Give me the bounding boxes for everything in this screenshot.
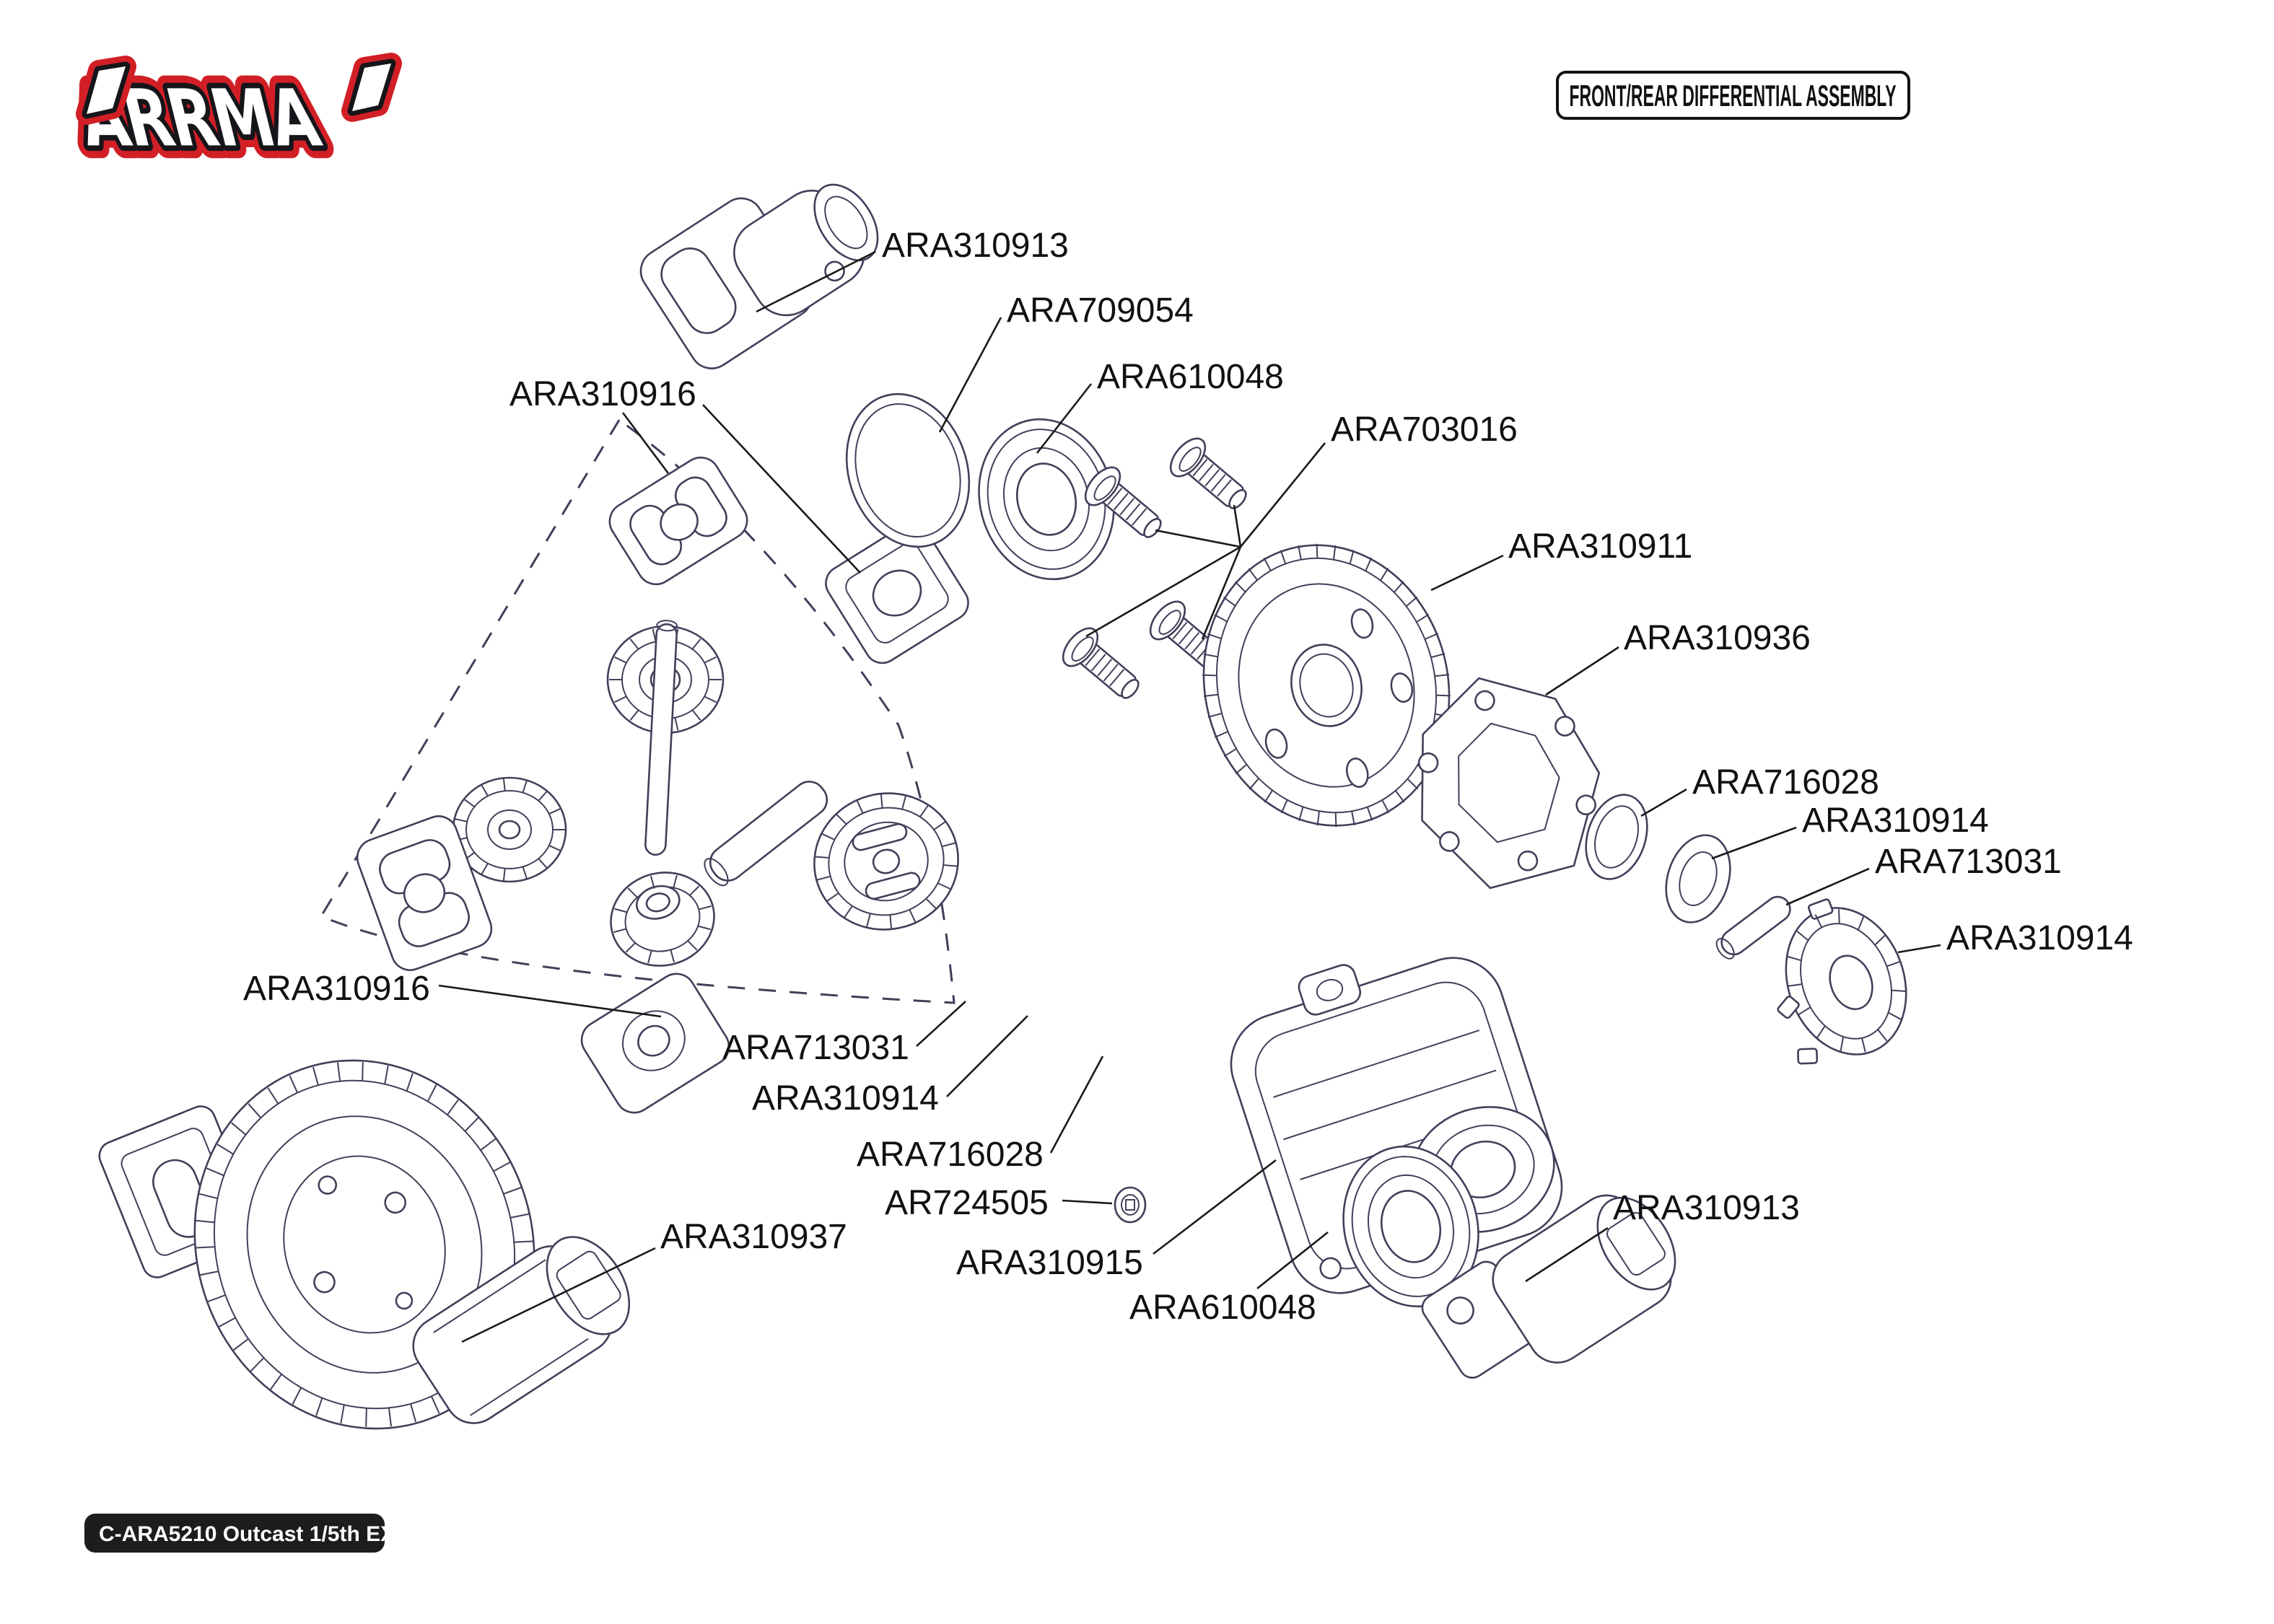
o-ring (845, 392, 971, 548)
set-screw (1114, 1186, 1147, 1224)
part-label-group: ARA716028 (857, 1055, 1104, 1174)
leader-line (621, 412, 670, 474)
shim-right (1585, 794, 1648, 880)
part-label-group: ARA310914 (752, 1015, 1028, 1118)
leader-line (1153, 1159, 1277, 1255)
part-number-label: AR724505 (885, 1184, 1049, 1222)
part-label-group: ARA310937 (461, 1218, 847, 1343)
leader-line (1155, 529, 1241, 548)
leader-line (938, 317, 1002, 433)
part-number-label: ARA310914 (1802, 802, 1989, 840)
outdrive-cup-bottom (1421, 1194, 1676, 1379)
diff-plate-left (356, 815, 493, 971)
brand-logo (70, 63, 391, 164)
leader-line (1640, 788, 1687, 817)
part-label-group: AR724505 (885, 1184, 1113, 1222)
part-label-group: ARA310911 (1430, 527, 1692, 592)
part-number-label: ARA310937 (660, 1218, 847, 1256)
leader-line (1545, 646, 1619, 696)
part-number-label: ARA310936 (1624, 619, 1811, 657)
part-number-label: ARA709054 (1007, 291, 1194, 330)
spider-gear-left (452, 776, 567, 883)
dashed-group-outline (319, 418, 955, 1004)
part-number-label: ARA716028 (857, 1136, 1044, 1174)
spider-gear-bevel (610, 872, 715, 967)
diff-plate-right (825, 522, 969, 664)
diff-gasket (1417, 677, 1601, 890)
part-label-group: ARA713031 (722, 1001, 966, 1067)
leader-line (946, 1015, 1028, 1097)
part-label-group: ARA310916 (510, 375, 861, 574)
diff-plate-bottom (580, 973, 730, 1114)
part-label-group: ARA310914 (1711, 802, 1989, 860)
part-label-group: ARA310913 (1525, 1189, 1800, 1283)
part-number-label: ARA610048 (1129, 1289, 1316, 1327)
leader-line (1036, 383, 1093, 454)
part-number-label: ARA310913 (882, 227, 1069, 265)
part-number-label: ARA310914 (752, 1079, 939, 1118)
part-number-label: ARA310916 (243, 970, 430, 1008)
leader-line (1233, 504, 1242, 548)
part-number-label: ARA713031 (1875, 843, 2062, 881)
leader-line (1201, 546, 1242, 640)
leader-line (1239, 442, 1326, 548)
part-label-group: ARA610048 (1129, 1231, 1329, 1327)
assembled-diff (98, 1059, 631, 1430)
pin-right (1715, 895, 1791, 960)
part-number-label: ARA310916 (510, 375, 696, 413)
leader-line (1049, 1055, 1104, 1154)
part-label-group: ARA310914 (1897, 919, 2133, 957)
ring-gear (1202, 543, 1451, 828)
leader-line (1525, 1226, 1609, 1283)
page-title: FRONT/REAR DIFFERENTIAL ASSEMBLY (1570, 79, 1897, 113)
leader-line (1256, 1231, 1329, 1290)
page-title-box: FRONT/REAR DIFFERENTIAL ASSEMBLY (1556, 71, 1910, 120)
diff-shaft-vertical (644, 620, 678, 856)
part-label-group: ARA709054 (938, 291, 1194, 433)
part-labels-layer: ARA310913ARA709054ARA610048ARA310916ARA7… (243, 227, 2133, 1343)
bevel-gear-right (1777, 898, 1907, 1065)
leader-line (916, 1001, 966, 1047)
model-badge: C-ARA5210 Outcast 1/5th EXB Roller (84, 1514, 478, 1553)
diff-pipe (704, 781, 828, 887)
part-label-group: ARA310916 (243, 970, 662, 1018)
leader-line (1085, 545, 1241, 638)
part-label-group: ARA310913 (756, 227, 1069, 313)
outdrive-cup-top (639, 183, 879, 369)
leader-line (702, 404, 861, 574)
diff-output-gear (813, 792, 959, 931)
part-number-label: ARA310911 (1508, 527, 1692, 566)
washer-right (1665, 834, 1731, 923)
part-number-label: ARA703016 (1331, 411, 1518, 449)
diff-case (1230, 957, 1563, 1294)
leader-line (1897, 944, 1941, 954)
part-label-group: ARA610048 (1036, 358, 1284, 454)
leader-line (756, 250, 876, 313)
leader-line (1062, 1199, 1113, 1205)
part-label-group: ARA310915 (956, 1159, 1277, 1282)
part-number-label: ARA610048 (1097, 358, 1284, 396)
part-label-group: ARA716028 (1640, 763, 1879, 817)
leader-line (1711, 826, 1797, 860)
part-number-label: ARA310914 (1946, 919, 2133, 957)
part-number-label: ARA310913 (1613, 1189, 1800, 1227)
part-label-group: ARA310936 (1545, 619, 1811, 696)
leader-line (438, 984, 662, 1018)
part-number-label: ARA716028 (1692, 763, 1879, 802)
diff-plate-top (608, 456, 748, 586)
leader-line (461, 1247, 656, 1343)
part-label-group: ARA713031 (1785, 843, 2062, 906)
leader-line (1430, 554, 1504, 592)
part-number-label: ARA713031 (722, 1029, 909, 1067)
leader-line (1785, 867, 1870, 906)
model-badge-label: C-ARA5210 Outcast 1/5th EXB Roller (99, 1522, 478, 1546)
part-label-group: ARA703016 (1085, 411, 1518, 640)
part-number-label: ARA310915 (956, 1244, 1143, 1282)
